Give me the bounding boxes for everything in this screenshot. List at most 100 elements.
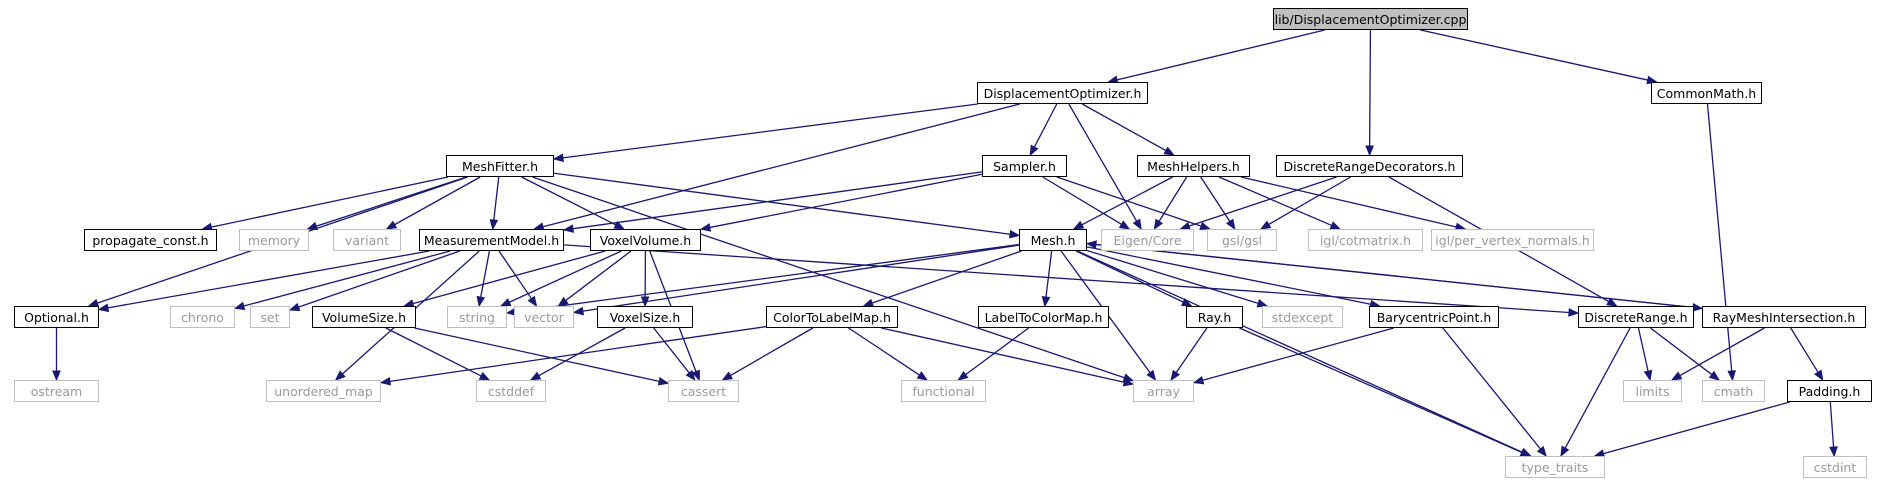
node-measurementmodel-h[interactable]: MeasurementModel.h [419,229,564,251]
node-discreterange-h[interactable]: DiscreteRange.h [1578,306,1694,328]
edge-MeshHelpers_h-to-Eigen_Core [1158,176,1188,222]
edge-Sampler_h-to-MeasurementModel_h [572,171,983,230]
edge-root-to-CommonMath_h [1420,29,1648,81]
edge-DisplacementOptimizer_h-to-MeasurementModel_h [542,103,1020,228]
arrowhead-DisplacementOptimizer_h-to-Eigen_Core [1132,218,1142,231]
arrowhead-DisplacementOptimizer_h-to-MeshFitter_h [552,153,564,163]
node-variant: variant [333,229,401,251]
arrowhead-MeasurementModel_h-to-DiscreteRange_h [1568,308,1580,317]
edge-DiscreteRangeDecorators_h-to-Eigen_Core [1188,176,1337,227]
node-stdexcept: stdexcept [1262,306,1343,328]
arrowhead-RayMeshIntersection_h-to-limits [1670,371,1683,381]
node-discreterangedecorators-h[interactable]: DiscreteRangeDecorators.h [1276,155,1463,177]
arrowhead-DisplacementOptimizer_h-to-Sampler_h [1029,144,1039,157]
arrowhead-RayMeshIntersection_h-to-Mesh_h [1085,240,1097,249]
edge-DiscreteRange_h-to-limits [1637,327,1649,372]
edge-MeasurementModel_h-to-chrono [243,250,451,307]
node-voxelsize-h[interactable]: VoxelSize.h [597,306,693,328]
arrowhead-LabelToColorMap_h-to-functional [957,370,969,381]
arrowhead-DiscreteRangeDecorators_h-to-DiscreteRange_h [1606,297,1618,307]
arrowhead-RayMeshIntersection_h-to-Padding_h [1814,369,1824,382]
arrowhead-VolumeSize_h-to-cstddef [478,371,491,381]
arrowhead-Mesh_h-to-LabelToColorMap_h [1041,296,1051,308]
node-chrono: chrono [170,306,235,328]
arrowhead-BarycentricPoint_h-to-array [1192,375,1205,385]
arrowhead-MeshHelpers_h-to-Eigen_Core [1153,218,1164,231]
node-meshfitter-h[interactable]: MeshFitter.h [446,155,554,177]
edge-ColorToLabelMap_h-to-functional [848,327,920,376]
arrowhead-MeshHelpers_h-to-Mesh_h [1072,220,1085,230]
edge-Mesh_h-to-vector [582,244,1020,312]
arrowhead-Optional_h-to-ostream [52,370,61,382]
node-cassert: cassert [668,380,739,402]
node-memory: memory [239,229,309,251]
edge-RayMeshIntersection_h-to-Padding_h [1790,327,1819,373]
arrowhead-Sampler_h-to-Eigen_Core [1118,220,1131,230]
arrowhead-MeasurementModel_h-to-chrono [233,301,246,311]
arrowhead-MeshHelpers_h-to-gsl_gsl [1225,218,1236,231]
edge-RayMeshIntersection_h-to-Mesh_h [1095,243,1703,310]
node-vector: vector [514,306,574,328]
node-colortolabelmap-h[interactable]: ColorToLabelMap.h [766,306,898,328]
edge-MeshFitter_h-to-memory [315,176,467,227]
edge-Padding_h-to-cstdint [1829,401,1835,448]
node-propagate-const-h[interactable]: propagate_const.h [84,229,217,251]
arrowhead-DiscreteRange_h-to-type_traits [1560,445,1570,458]
edge-Ray_h-to-array [1175,327,1208,373]
edge-MeshFitter_h-to-propagate_const_h [211,176,449,228]
edge-MeasurementModel_h-to-Optional_h [107,250,430,309]
arrowhead-ColorToLabelMap_h-to-functional [916,371,929,381]
node-sampler-h[interactable]: Sampler.h [982,155,1067,177]
edge-DiscreteRangeDecorators_h-to-gsl_gsl [1268,176,1351,226]
edge-ColorToLabelMap_h-to-unordered_map [389,325,767,382]
edge-MeshHelpers_h-to-igl_per_vertex_normals_h [1240,176,1457,228]
arrowhead-Sampler_h-to-MeasurementModel_h [562,224,575,233]
node-ray-h[interactable]: Ray.h [1186,306,1243,328]
arrowhead-VoxelVolume_h-to-string [499,298,512,307]
edge-BarycentricPoint_h-to-type_traits [1442,327,1541,450]
edge-ColorToLabelMap_h-to-cassert [730,327,814,377]
edge-VoxelSize_h-to-cstddef [538,327,626,377]
arrowhead-MeasurementModel_h-to-string [476,295,486,308]
node-optional-h[interactable]: Optional.h [14,306,99,328]
node-volumesize-h[interactable]: VolumeSize.h [312,306,416,328]
node-barycentricpoint-h[interactable]: BarycentricPoint.h [1369,306,1499,328]
arrowhead-VoxelVolume_h-to-cassert [691,369,700,382]
edge-MeasurementModel_h-to-DiscreteRange_h [563,244,1570,314]
edge-VoxelSize_h-to-cassert [653,327,690,374]
arrowhead-Mesh_h-to-Ray_h [1180,297,1193,307]
node-commonmath-h[interactable]: CommonMath.h [1651,82,1762,104]
edge-VolumeSize_h-to-cassert [414,327,660,382]
edge-MeshHelpers_h-to-igl_cotmatrix_h [1218,176,1332,227]
node-array: array [1133,380,1194,402]
edge-MeasurementModel_h-to-string [480,250,491,298]
edge-MeshHelpers_h-to-gsl_gsl [1200,176,1231,222]
edge-DisplacementOptimizer_h-to-Sampler_h [1033,103,1058,148]
node-labeltocolormap-h[interactable]: LabelToColorMap.h [978,306,1109,328]
node-displacementoptimizer-h[interactable]: DisplacementOptimizer.h [977,82,1148,104]
arrowhead-MeasurementModel_h-to-set [288,302,301,312]
node-voxelvolume-h[interactable]: VoxelVolume.h [590,229,701,251]
arrowhead-VolumeSize_h-to-cassert [657,376,670,386]
arrowhead-Padding_h-to-cstdint [1829,446,1838,458]
arrowhead-MeasurementModel_h-to-vector [527,295,538,308]
arrowhead-root-to-DiscreteRangeDecorators_h [1365,145,1374,157]
edge-MeshHelpers_h-to-Mesh_h [1081,176,1173,226]
edge-Mesh_h-to-BarycentricPoint_h [1086,246,1371,305]
node-gsl-gsl: gsl/gsl [1207,229,1277,251]
node-mesh-h[interactable]: Mesh.h [1019,229,1087,251]
node-padding-h[interactable]: Padding.h [1787,380,1872,402]
edge-DiscreteRange_h-to-type_traits [1564,327,1631,449]
edge-VoxelVolume_h-to-VolumeSize_h [412,250,606,305]
edge-LabelToColorMap_h-to-functional [965,327,1030,376]
node-meshhelpers-h[interactable]: MeshHelpers.h [1137,155,1250,177]
edge-ColorToLabelMap_h-to-array [881,327,1125,383]
arrowhead-Sampler_h-to-VoxelVolume_h [699,223,712,232]
node-cstdint: cstdint [1803,456,1867,478]
node-raymeshintersection-h[interactable]: RayMeshIntersection.h [1702,306,1866,328]
arrowhead-MeshFitter_h-to-variant [385,220,398,230]
edge-DisplacementOptimizer_h-to-MeshHelpers_h [1081,103,1167,152]
edge-RayMeshIntersection_h-to-limits [1679,327,1765,377]
edge-Sampler_h-to-Eigen_Core [1042,176,1122,225]
